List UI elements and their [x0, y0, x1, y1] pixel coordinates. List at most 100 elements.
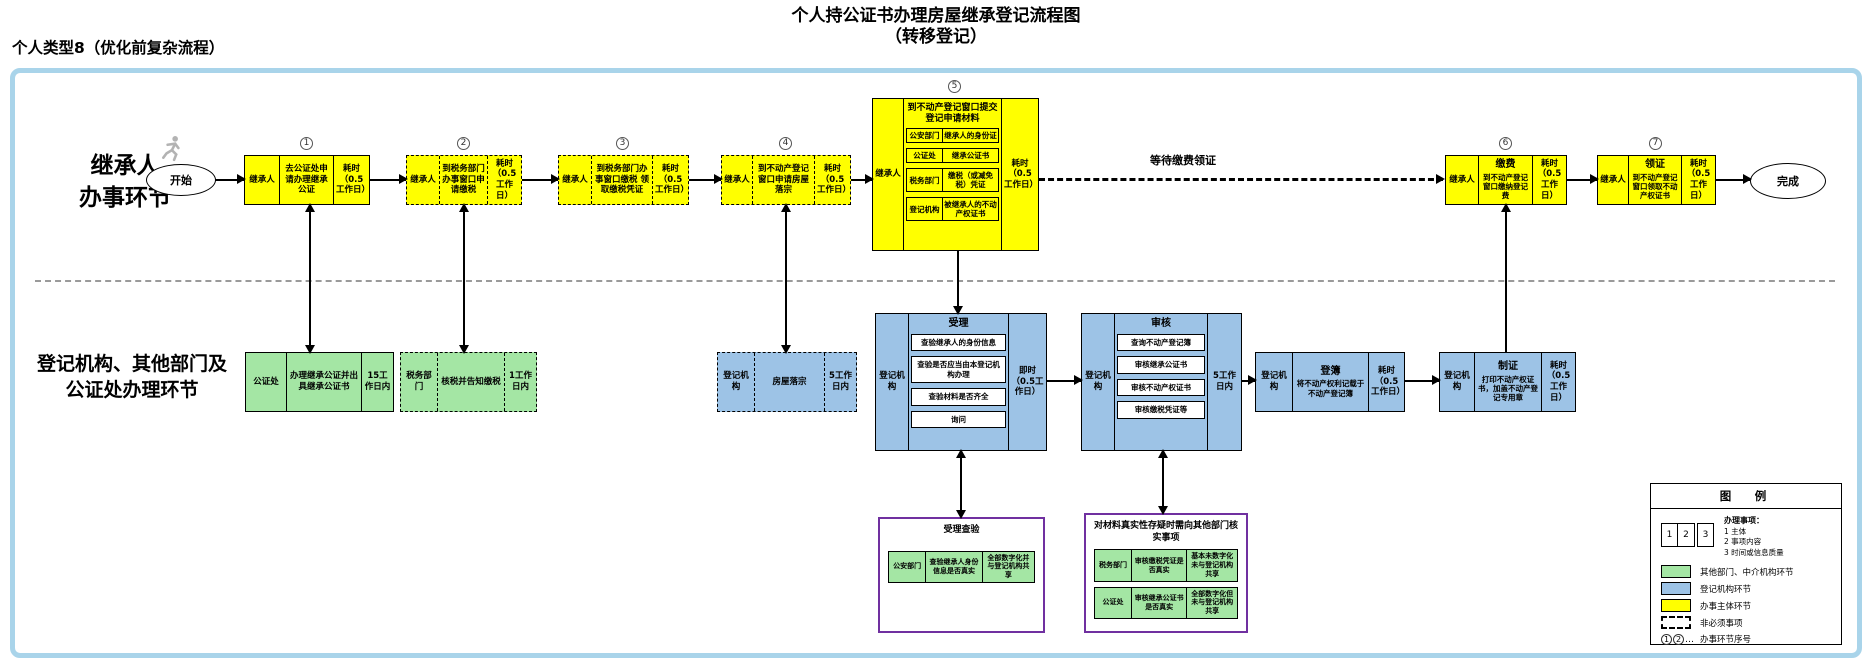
material-doc: 被继承人的不动产权证书 — [944, 200, 997, 218]
review-item: 审核缴税凭证等 — [1117, 401, 1205, 419]
legend-sample-cell: 3 — [1697, 523, 1714, 547]
step7-action: 到不动产登记窗口领取不动产权证书 — [1632, 172, 1678, 201]
certmaking-action: 打印不动产权证书，加盖不动产登记专用章 — [1478, 374, 1538, 403]
tax-action: 核税并告知缴税 — [437, 353, 504, 411]
arrow-step2-tax — [457, 203, 470, 354]
step3-pay-tax-box: 继承人 到税务部门办事窗口缴税 领取缴税凭证 耗时（0.5工作日） — [558, 155, 689, 205]
step5-material-row: 登记机构 被继承人的不动产权证书 — [906, 197, 999, 221]
step2-action: 到税务部门办事窗口申请缴税 — [439, 156, 487, 204]
review-title: 审核 — [1151, 318, 1171, 329]
step7-title: 领证 — [1645, 159, 1665, 171]
step5-submit-materials-box: 继承人 到不动产登记窗口提交登记申请材料 公安部门 继承人的身份证 公证处 继承… — [872, 98, 1039, 251]
arrow-step4-luozong — [779, 203, 792, 354]
step4-time: 耗时（0.5工作日） — [814, 156, 851, 204]
verification-row: 公证处 审核继承公证书是否真实 全部数字化但未与登记机构共享 — [1094, 586, 1238, 619]
page-title: 个人持公证书办理房屋继承登记流程图 （转移登记） — [0, 6, 1872, 49]
acceptance-verification-title: 受理查验 — [943, 525, 980, 535]
ellipsis-text: … — [1685, 634, 1694, 645]
acceptance-item: 查验是否应当由本登记机构办理 — [911, 356, 1006, 384]
arrow-wait-pay-collect — [1039, 174, 1445, 184]
step-number-1: 1 — [300, 137, 313, 150]
acceptance-item: 询问 — [911, 410, 1006, 428]
doubt-verification-title: 对材料真实性存疑时需向其他部门核实事项 — [1093, 521, 1238, 543]
record-box: 登记机构 登簿 将不动产权利记载于不动产登记簿 耗时（0.5工作日） — [1255, 352, 1405, 412]
verify-status: 基本未数字化未与登记机构共享 — [1186, 550, 1237, 581]
material-doc: 继承公证书 — [951, 151, 990, 160]
lane2-line1: 登记机构、其他部门及 — [36, 353, 227, 375]
step5-actor: 继承人 — [875, 169, 901, 180]
green-swatch-icon — [1661, 565, 1691, 579]
legend-item-registry: 登记机构环节 — [1661, 582, 1833, 596]
lane2-line2: 公证处办理环节 — [65, 378, 199, 401]
acceptance-time: 即时（0.5工作日） — [1008, 314, 1046, 450]
legend-item-optional: 非必须事项 — [1661, 616, 1833, 630]
record-title: 登簿 — [1320, 365, 1341, 377]
legend-item-label: 非必须事项 — [1700, 618, 1743, 629]
material-doc: 继承人的身份证 — [944, 131, 997, 140]
record-time: 耗时（0.5工作日） — [1368, 353, 1405, 411]
lane-label-agencies: 登记机构、其他部门及 公证处办理环节 — [22, 352, 242, 403]
legend: 图 例 1 2 3 办理事项： 1 主体 2 事项内容 3 时间或信息质量 其他… — [1650, 483, 1842, 645]
step1-notary-application-box: 继承人 去公证处申请办理继承公证 耗时（0.5工作日） — [244, 155, 370, 205]
circled-two-icon: 2 — [1673, 633, 1684, 645]
arrow-step1-notary — [303, 203, 316, 354]
arrow-step3-to-step4 — [689, 174, 723, 184]
review-actor: 登记机构 — [1085, 371, 1111, 392]
verify-item: 审核缴税凭证是否真实 — [1131, 550, 1186, 581]
review-box: 登记机构 审核 查询不动产登记簿 审核继承公证书 审核不动产权证书 审核缴税凭证… — [1081, 313, 1242, 451]
step6-actor: 继承人 — [1449, 174, 1475, 185]
record-actor: 登记机构 — [1261, 371, 1287, 392]
review-item: 审核继承公证书 — [1117, 356, 1205, 374]
step4-luozong-apply-box: 继承人 到不动产登记窗口申请房屋落宗 耗时（0.5工作日） — [721, 155, 851, 205]
legend-item-other-dept: 其他部门、中介机构环节 — [1661, 565, 1833, 579]
material-doc: 缴税（或减免税）凭证 — [948, 171, 993, 189]
step-number-2: 2 — [457, 137, 470, 150]
verify-item: 查验继承人身份信息是否真实 — [925, 551, 982, 582]
legend-note-line: 1 主体 — [1724, 526, 1747, 536]
verify-item: 审核继承公证书是否真实 — [1131, 587, 1186, 618]
legend-item-applicant: 办事主体环节 — [1661, 599, 1833, 613]
arrow-acceptance-to-review — [1047, 375, 1083, 385]
step5-material-row: 公安部门 继承人的身份证 — [906, 128, 999, 143]
legend-sample-cell: 2 — [1678, 523, 1695, 547]
legend-item-label: 登记机构环节 — [1700, 584, 1752, 595]
legend-item-label: 办事主体环节 — [1700, 601, 1752, 612]
certmaking-title: 制证 — [1498, 361, 1518, 373]
verify-status: 全部数字化并与登记机构共享 — [981, 551, 1034, 582]
legend-sample: 1 2 3 办理事项： 1 主体 2 事项内容 3 时间或信息质量 — [1661, 515, 1833, 559]
step3-action: 到税务部门办事窗口缴税 领取缴税凭证 — [591, 156, 652, 204]
legend-note-line: 3 时间或信息质量 — [1724, 548, 1784, 558]
notary-actor: 公证处 — [253, 376, 279, 387]
step5-material-row: 税务部门 缴税（或减免税）凭证 — [906, 168, 999, 192]
notary-time: 15工作日内 — [361, 353, 393, 411]
certmaking-actor: 登记机构 — [1444, 371, 1470, 392]
material-org: 税务部门 — [907, 169, 943, 191]
step-number-7: 7 — [1649, 137, 1662, 150]
wait-note: 等待缴费领证 — [1150, 154, 1216, 167]
notary-action: 办理继承公证并出具继承公证书 — [286, 353, 361, 411]
verification-row: 公安部门 查验继承人身份信息是否真实 全部数字化并与登记机构共享 — [888, 550, 1035, 583]
acceptance-title: 受理 — [948, 318, 969, 329]
review-time: 5工作日内 — [1207, 314, 1241, 450]
runner-icon — [162, 136, 180, 162]
arrow-step6-to-step7 — [1567, 174, 1599, 184]
step1-time: 耗时（0.5工作日） — [333, 156, 370, 204]
tax-dept-box: 税务部门 核税并告知缴税 1工作日内 — [400, 352, 537, 412]
start-terminal: 开始 — [146, 164, 216, 196]
review-item: 查询不动产登记簿 — [1117, 334, 1205, 352]
step-number-6: 6 — [1499, 137, 1512, 150]
material-org: 公证处 — [907, 149, 943, 162]
step-number-4: 4 — [779, 137, 792, 150]
step5-time: 耗时（0.5工作日） — [1001, 99, 1038, 250]
dashed-box-icon — [1661, 616, 1691, 630]
verify-status: 全部数字化但未与登记机构共享 — [1186, 587, 1237, 618]
step5-title: 到不动产登记窗口提交登记申请材料 — [907, 103, 998, 125]
review-item: 审核不动产权证书 — [1117, 378, 1205, 397]
arrow-acceptance-verify — [954, 449, 967, 519]
step6-action: 到不动产登记窗口缴纳登记费 — [1483, 172, 1528, 201]
step2-tax-apply-box: 继承人 到税务部门办事窗口申请缴税 耗时（0.5工作日） — [406, 155, 522, 205]
step5-material-row: 公证处 继承公证书 — [906, 148, 999, 163]
legend-note-line: 2 事项内容 — [1724, 537, 1762, 547]
